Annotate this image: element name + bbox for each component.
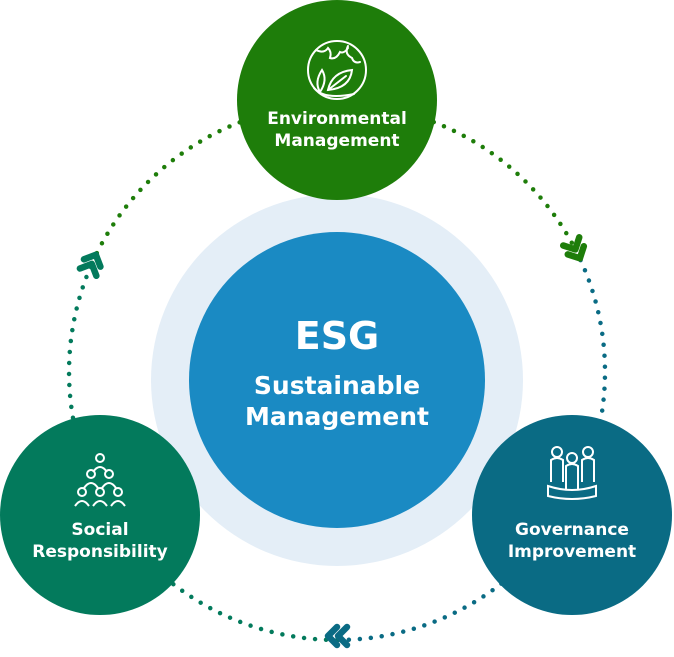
node-governance: [472, 415, 672, 615]
center-subtitle: Sustainable Management: [187, 370, 487, 433]
label-line: Responsibility: [32, 542, 168, 563]
label-line: Social: [71, 520, 129, 540]
people-pyramid-icon: [74, 453, 126, 507]
social-label: Social Responsibility: [0, 519, 200, 563]
center-circle: [189, 232, 485, 528]
center-line2: Management: [244, 402, 430, 432]
node-social: [0, 415, 200, 615]
chevron-arrow-icon: [559, 234, 588, 262]
label-line: Governance: [515, 520, 629, 540]
chevron-arrow-icon: [76, 251, 104, 280]
board-people-icon: [547, 446, 597, 500]
center-line1: Sustainable: [253, 371, 421, 400]
chevron-arrow-icon: [324, 623, 351, 649]
arc-env-to-arrow: [334, 101, 579, 253]
center-title: ESG: [294, 314, 380, 358]
governance-label: Governance Improvement: [472, 519, 672, 563]
label-line: Management: [274, 131, 400, 152]
environmental-label: Environmental Management: [237, 108, 437, 152]
label-line: Environmental: [267, 109, 407, 129]
globe-leaf-icon: [307, 40, 367, 100]
label-line: Improvement: [507, 542, 637, 563]
